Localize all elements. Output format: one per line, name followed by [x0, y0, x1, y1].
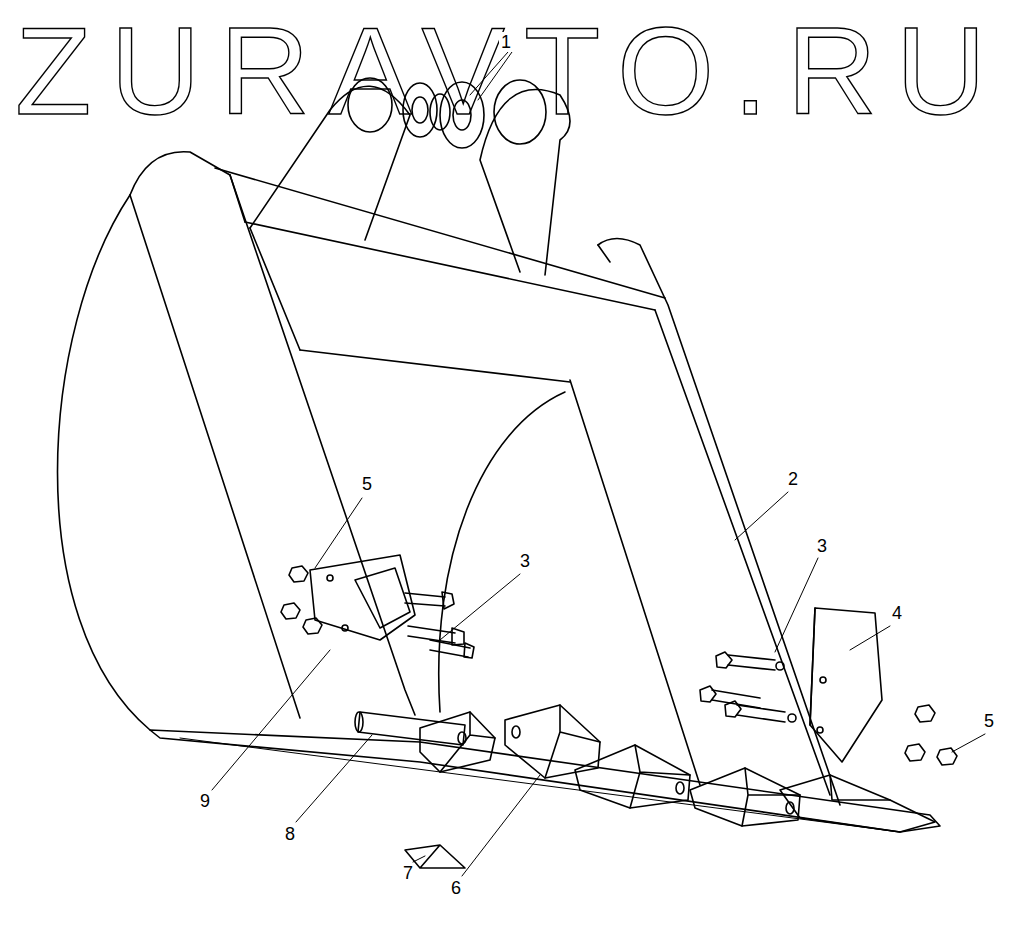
watermark: ZURAVTO.RU [15, 8, 1005, 133]
pin [355, 712, 363, 732]
bolt-hole [817, 727, 823, 733]
bolt [405, 592, 474, 658]
bucket-top-corner [130, 152, 230, 195]
bucket-bottom-curve [439, 392, 565, 712]
side-cutter [310, 555, 415, 640]
bolt-hole [342, 625, 348, 631]
nut [281, 566, 322, 634]
pin [358, 712, 465, 745]
callout-number: 5 [360, 474, 374, 494]
top-beam [245, 222, 655, 310]
side-plate-edge [230, 175, 415, 715]
callout-number: 1 [499, 32, 513, 52]
callout-number: 3 [815, 536, 829, 556]
nut [905, 705, 957, 765]
side-plate-edge [655, 310, 830, 795]
bucket-side-curve [58, 195, 151, 730]
side-plate-edge [598, 245, 610, 262]
top-beam [215, 168, 665, 298]
back-wall [570, 380, 700, 785]
bolt-hole [820, 677, 826, 683]
callout-number: 8 [283, 824, 297, 844]
callout-number: 7 [401, 863, 415, 883]
side-plate-edge [130, 195, 300, 718]
side-cutter [810, 608, 815, 725]
callout-number: 4 [890, 603, 904, 623]
side-cutter [810, 608, 882, 762]
callout-number: 5 [982, 711, 996, 731]
tooth-adapters [420, 705, 935, 832]
back-wall [300, 350, 570, 382]
callout-number: 3 [518, 551, 532, 571]
callout-number: 6 [449, 878, 463, 898]
back-wall [250, 228, 300, 350]
top-beam [230, 175, 245, 222]
cutting-edge [180, 738, 900, 832]
cutting-edge [150, 730, 940, 832]
bolt-hole [327, 575, 333, 581]
callout-number: 9 [198, 791, 212, 811]
callout-number: 2 [786, 469, 800, 489]
bolt [700, 652, 796, 722]
side-cutter [355, 568, 410, 628]
side-plate-edge [598, 239, 840, 806]
leader-line [212, 52, 985, 876]
